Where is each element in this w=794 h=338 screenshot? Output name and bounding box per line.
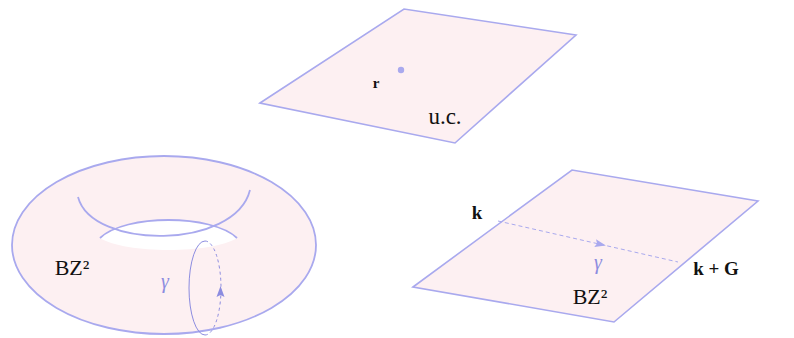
position-label: r <box>373 76 380 91</box>
loop-label: γ <box>161 271 169 291</box>
arrow-head <box>594 239 607 249</box>
arrow-head <box>217 286 225 297</box>
unit-cell-label: u.c. <box>428 105 461 128</box>
loop-back <box>205 241 221 335</box>
loop-path <box>498 221 678 262</box>
torus-inner-curve <box>100 220 237 238</box>
figure-outline <box>6 150 324 338</box>
torus-outline <box>12 156 316 334</box>
zone-label: BZ² <box>55 257 90 279</box>
loop-front <box>189 241 205 335</box>
momentum-label: k + G <box>693 259 739 278</box>
momentum-label: k <box>472 203 483 222</box>
parallelogram <box>413 170 758 322</box>
parallelogram <box>260 9 576 143</box>
zone-label: BZ² <box>573 286 608 308</box>
unit-cell-plane: r u.c. <box>250 2 584 150</box>
zone-plane: k k + G γBZ² <box>405 165 765 327</box>
torus: BZ² γ <box>6 150 324 338</box>
point-dot <box>398 67 404 73</box>
figure-outline <box>250 2 584 150</box>
loop-label: γ <box>594 252 602 272</box>
